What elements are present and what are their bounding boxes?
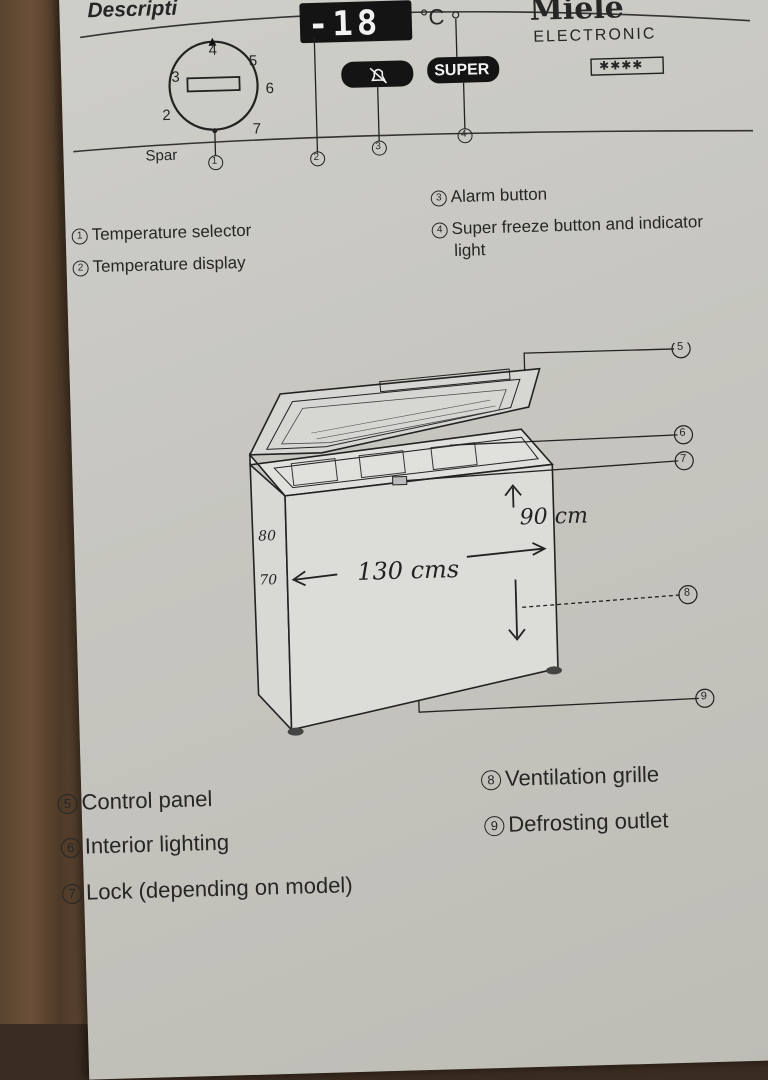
handwritten-width: 130 cms: [356, 555, 460, 586]
callout-number: 3: [375, 141, 382, 153]
alarm-bell-crossed-icon[interactable]: [367, 65, 390, 86]
dial-pointer-icon: [208, 37, 217, 46]
callout-number: 5: [676, 340, 684, 353]
star-rating-label: ✱✱✱✱: [598, 57, 644, 73]
dial-number: 4: [208, 41, 218, 59]
temperature-display-box: [299, 0, 413, 44]
handwritten-height: 90 cm: [519, 503, 589, 531]
callout-number: 1: [211, 155, 218, 167]
dial-number: 3: [171, 68, 180, 86]
super-button-shape: [427, 56, 500, 84]
dial-number: 7: [252, 120, 262, 138]
callout-number: 6: [679, 426, 686, 439]
dial-number: 5: [248, 52, 258, 70]
legend-item-continued: light: [454, 240, 486, 261]
super-freeze-button[interactable]: SUPER: [434, 61, 490, 80]
brand-subtitle: ELECTRONIC: [533, 25, 657, 46]
chest-freezer-illustration: [248, 340, 715, 736]
unit-label: °C: [419, 4, 445, 30]
manual-page: Descripti 2 3 4 5 6 7 Spar -18 °C: [57, 0, 768, 1080]
callout-number: 8: [683, 586, 691, 599]
callout-number: 7: [680, 452, 687, 465]
handwritten-depth-side: 70: [259, 572, 278, 589]
dial-spar-label: Spar: [145, 146, 178, 165]
dial-number: 2: [162, 106, 171, 125]
star-rating-box: [590, 56, 665, 76]
dial-slot: [186, 76, 241, 93]
dial-number: 6: [265, 80, 275, 98]
callout-number: 4: [460, 128, 467, 140]
control-panel-diagram: [73, 0, 754, 171]
callout-number: 9: [700, 690, 708, 703]
temperature-display-value: -18: [307, 3, 382, 46]
brand-name: Miele: [529, 0, 625, 28]
super-indicator-light: [452, 11, 460, 19]
handwritten-depth-top: 80: [257, 528, 277, 545]
callout-number: 2: [313, 151, 320, 163]
